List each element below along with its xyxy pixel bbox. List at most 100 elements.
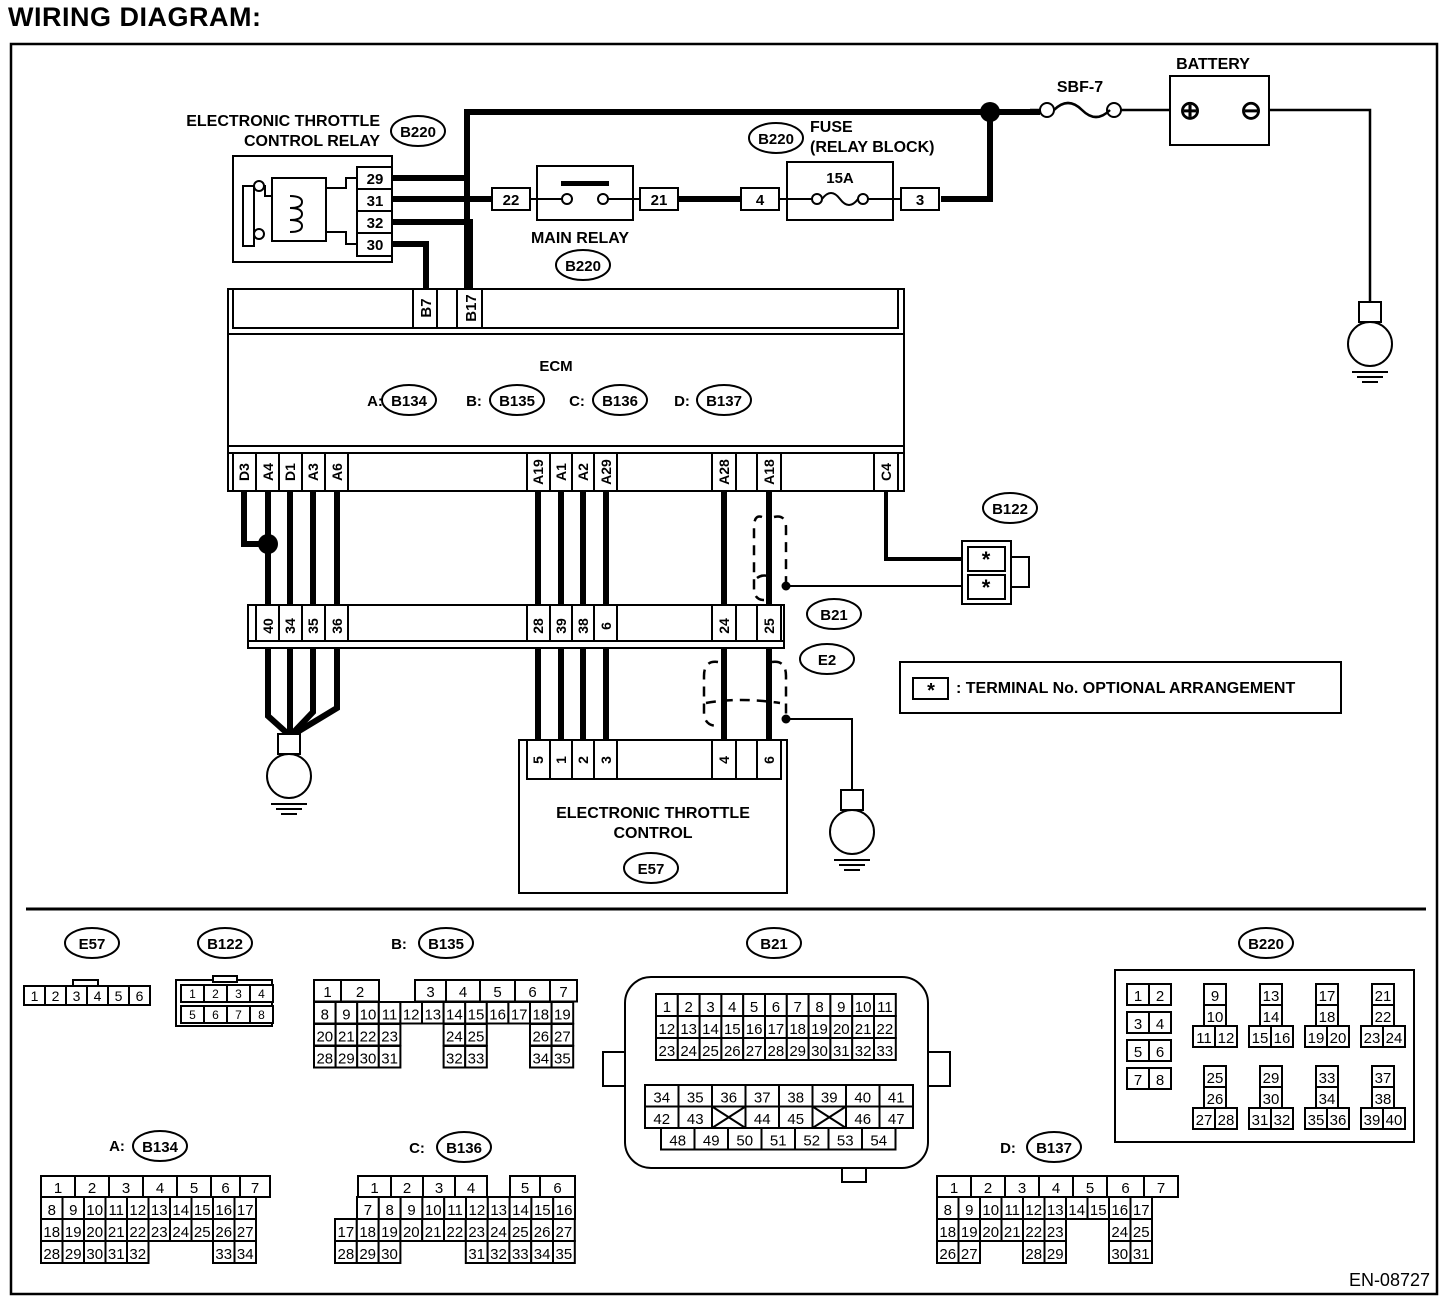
svg-text:37: 37 [754, 1090, 771, 1107]
svg-text:5: 5 [1134, 1044, 1142, 1061]
svg-text:A:: A: [109, 1138, 125, 1155]
svg-text:33: 33 [215, 1246, 232, 1263]
ecm-connector-badge: B134 [381, 384, 437, 416]
svg-text:18: 18 [43, 1224, 60, 1241]
svg-text:3: 3 [426, 984, 434, 1001]
svg-text:9: 9 [965, 1202, 973, 1219]
svg-text:33: 33 [1319, 1070, 1336, 1087]
ecm-pin-label: A19 [530, 459, 546, 485]
svg-text:B134: B134 [391, 393, 428, 410]
svg-text:9: 9 [342, 1007, 350, 1024]
footer-code: EN-08727 [1349, 1270, 1430, 1290]
svg-text:16: 16 [1111, 1202, 1128, 1219]
svg-text:12: 12 [469, 1202, 486, 1219]
svg-text:48: 48 [669, 1133, 686, 1150]
svg-text:B135: B135 [499, 393, 535, 410]
svg-text:5: 5 [521, 1180, 529, 1197]
svg-text:52: 52 [803, 1133, 820, 1150]
svg-text:B220: B220 [400, 124, 436, 141]
svg-text:4: 4 [467, 1180, 475, 1197]
svg-text:30: 30 [1111, 1246, 1128, 1263]
main-relay-name: MAIN RELAY [531, 230, 629, 247]
svg-text:26: 26 [532, 1029, 549, 1046]
etc-pin-label: 2 [575, 756, 591, 764]
svg-text:29: 29 [65, 1246, 82, 1263]
shield-e2 [702, 660, 853, 790]
svg-text:36: 36 [720, 1090, 737, 1107]
svg-text:7: 7 [559, 984, 567, 1001]
svg-text:B137: B137 [1036, 1140, 1072, 1157]
svg-text:21: 21 [425, 1224, 442, 1241]
svg-text:3: 3 [1018, 1180, 1026, 1197]
b21-pin-label: 6 [598, 622, 614, 630]
svg-text:44: 44 [754, 1111, 771, 1128]
svg-text:15: 15 [1252, 1030, 1269, 1047]
ecm-pin-label: A4 [260, 463, 276, 481]
svg-text:23: 23 [1047, 1224, 1064, 1241]
svg-text:B220: B220 [565, 258, 601, 275]
svg-text:20: 20 [403, 1224, 420, 1241]
svg-text:19: 19 [554, 1007, 571, 1024]
svg-text:5: 5 [190, 1180, 198, 1197]
svg-text:19: 19 [811, 1021, 828, 1038]
svg-text:51: 51 [770, 1133, 787, 1150]
svg-text:7: 7 [1157, 1180, 1165, 1197]
svg-text:21: 21 [855, 1021, 872, 1038]
svg-text:1: 1 [950, 1180, 958, 1197]
svg-text:18: 18 [939, 1224, 956, 1241]
svg-text:5: 5 [750, 999, 758, 1016]
relay-pin-31: 31 [367, 193, 384, 210]
svg-text:1: 1 [323, 984, 331, 1001]
svg-text:6: 6 [1156, 1044, 1164, 1061]
shield-b21 [752, 515, 965, 602]
svg-text:2: 2 [685, 999, 693, 1016]
b21-pin-label: 38 [575, 618, 591, 634]
b122-pin-2: * [982, 575, 991, 600]
svg-text:15: 15 [194, 1202, 211, 1219]
svg-text:23: 23 [381, 1029, 398, 1046]
svg-text:12: 12 [1218, 1030, 1235, 1047]
svg-text:28: 28 [316, 1051, 333, 1068]
ecm-connector-prefix: B: [466, 393, 482, 410]
svg-text:15: 15 [1090, 1202, 1107, 1219]
svg-text:8: 8 [944, 1202, 952, 1219]
svg-text:14: 14 [512, 1202, 529, 1219]
svg-text:15: 15 [724, 1021, 741, 1038]
b21-pin-label: 39 [553, 618, 569, 634]
svg-text:36: 36 [1330, 1112, 1347, 1129]
svg-text:3: 3 [73, 988, 81, 1004]
svg-text:4: 4 [258, 987, 265, 1001]
svg-text:7: 7 [251, 1180, 259, 1197]
svg-text:13: 13 [424, 1007, 441, 1024]
svg-text:8: 8 [386, 1202, 394, 1219]
svg-text:10: 10 [1207, 1009, 1224, 1026]
b122-connector-badge: B122 [982, 492, 1038, 524]
svg-text:27: 27 [746, 1043, 763, 1060]
ecm-pin-label: A2 [575, 463, 591, 481]
svg-text:31: 31 [1133, 1246, 1150, 1263]
svg-text:12: 12 [129, 1202, 146, 1219]
svg-text:21: 21 [1375, 988, 1392, 1005]
svg-text:50: 50 [736, 1133, 753, 1150]
svg-text:20: 20 [316, 1029, 333, 1046]
svg-text:10: 10 [855, 999, 872, 1016]
svg-text:14: 14 [702, 1021, 719, 1038]
etc-pin-label: 5 [530, 756, 546, 764]
svg-text:10: 10 [425, 1202, 442, 1219]
relay-pin-32: 32 [367, 215, 384, 232]
svg-text:23: 23 [151, 1224, 168, 1241]
connector-view-badge: B21 [746, 927, 802, 959]
ecm-connector-badge: B136 [592, 384, 648, 416]
svg-text:B21: B21 [820, 607, 848, 624]
svg-text:47: 47 [888, 1111, 905, 1128]
svg-text:32: 32 [446, 1051, 463, 1068]
svg-text:6: 6 [772, 999, 780, 1016]
fuse-15a [740, 161, 940, 221]
svg-text:16: 16 [1274, 1030, 1291, 1047]
fuse-name: FUSE [810, 119, 853, 136]
svg-text:E57: E57 [638, 861, 665, 878]
svg-text:29: 29 [789, 1043, 806, 1060]
svg-text:B21: B21 [760, 936, 788, 953]
svg-text:2: 2 [52, 988, 60, 1004]
